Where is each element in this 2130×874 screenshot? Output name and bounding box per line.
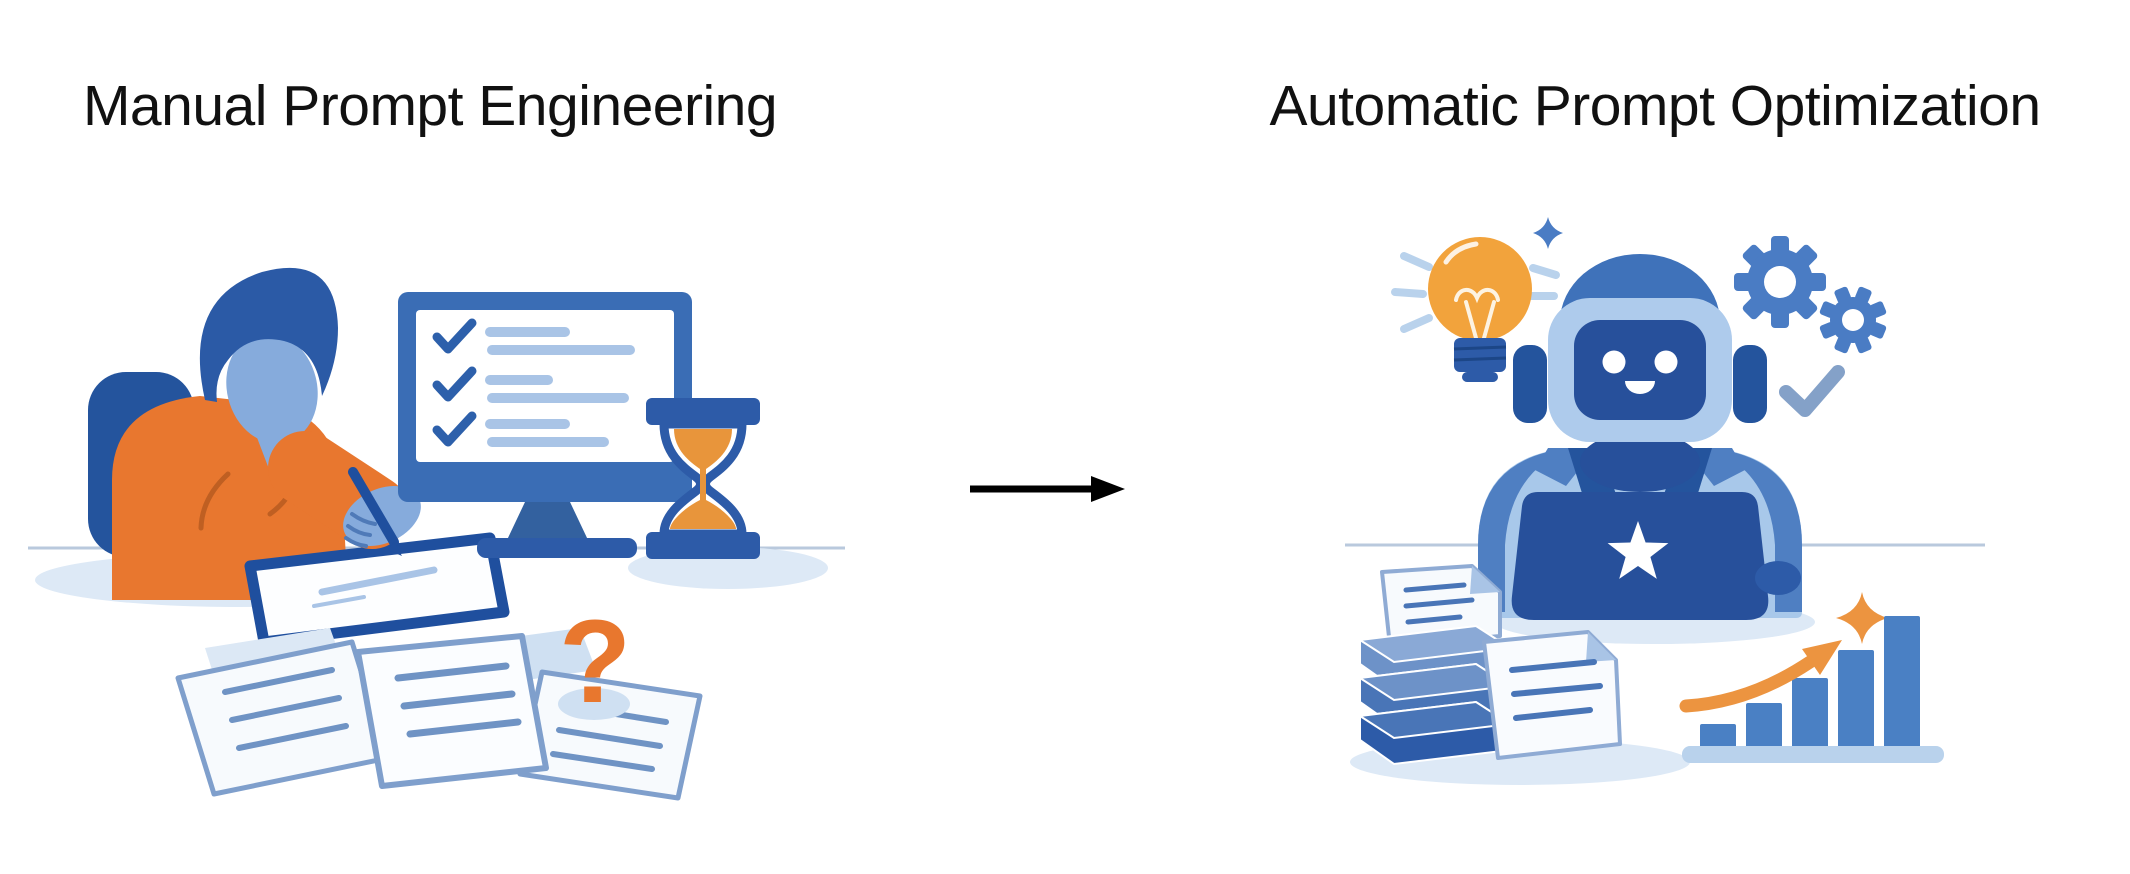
growth-chart-icon — [1679, 592, 1944, 763]
document-stack-icon — [1350, 564, 1690, 785]
star-icon — [1607, 521, 1669, 579]
gear-large — [1734, 236, 1826, 328]
robot-face-screen — [1574, 320, 1706, 420]
face — [226, 332, 318, 444]
doc-front — [1482, 630, 1622, 760]
robot-smile — [1625, 381, 1655, 394]
robot-ear — [1733, 345, 1767, 423]
transition-arrow-icon — [970, 476, 1125, 502]
monitor-base — [477, 538, 637, 558]
robot-ear — [1513, 345, 1547, 423]
lightbulb-icon — [1391, 237, 1560, 382]
robot-neck — [1580, 432, 1700, 492]
sparkle-icon — [1533, 217, 1563, 249]
gear-small — [1819, 286, 1887, 354]
growth-arrow-icon — [1679, 640, 1842, 713]
robot-eye — [1602, 350, 1626, 374]
auto-illustration — [1345, 217, 1985, 785]
light-rays — [1391, 252, 1560, 333]
robot-eye — [1654, 350, 1678, 374]
hair — [199, 267, 338, 402]
gears-icon — [1734, 236, 1887, 354]
person-writing — [112, 267, 510, 648]
robot-hand — [1755, 561, 1801, 595]
checkmark-icon — [1779, 365, 1845, 417]
question-mark: ? — [558, 596, 631, 728]
paper — [355, 633, 549, 789]
right-title: Automatic Prompt Optimization — [1269, 74, 2040, 138]
pen-icon — [348, 467, 402, 556]
checkmark-icon — [432, 318, 477, 447]
hourglass-icon — [646, 398, 760, 559]
laptop-icon — [1511, 492, 1769, 620]
question-mark-glyph: ? — [559, 596, 631, 728]
chart-baseline — [1682, 746, 1944, 763]
robot-icon — [1478, 254, 1815, 644]
bars — [1700, 616, 1920, 748]
sparkle-orange-icon — [1836, 592, 1888, 644]
clipboard-icon — [244, 532, 510, 648]
paper — [175, 639, 391, 797]
monitor-checklist-icon — [398, 292, 692, 558]
monitor-stand — [507, 502, 588, 540]
manual-illustration: ? — [28, 267, 845, 801]
checklist-lines — [485, 327, 635, 447]
left-title: Manual Prompt Engineering — [83, 74, 777, 138]
